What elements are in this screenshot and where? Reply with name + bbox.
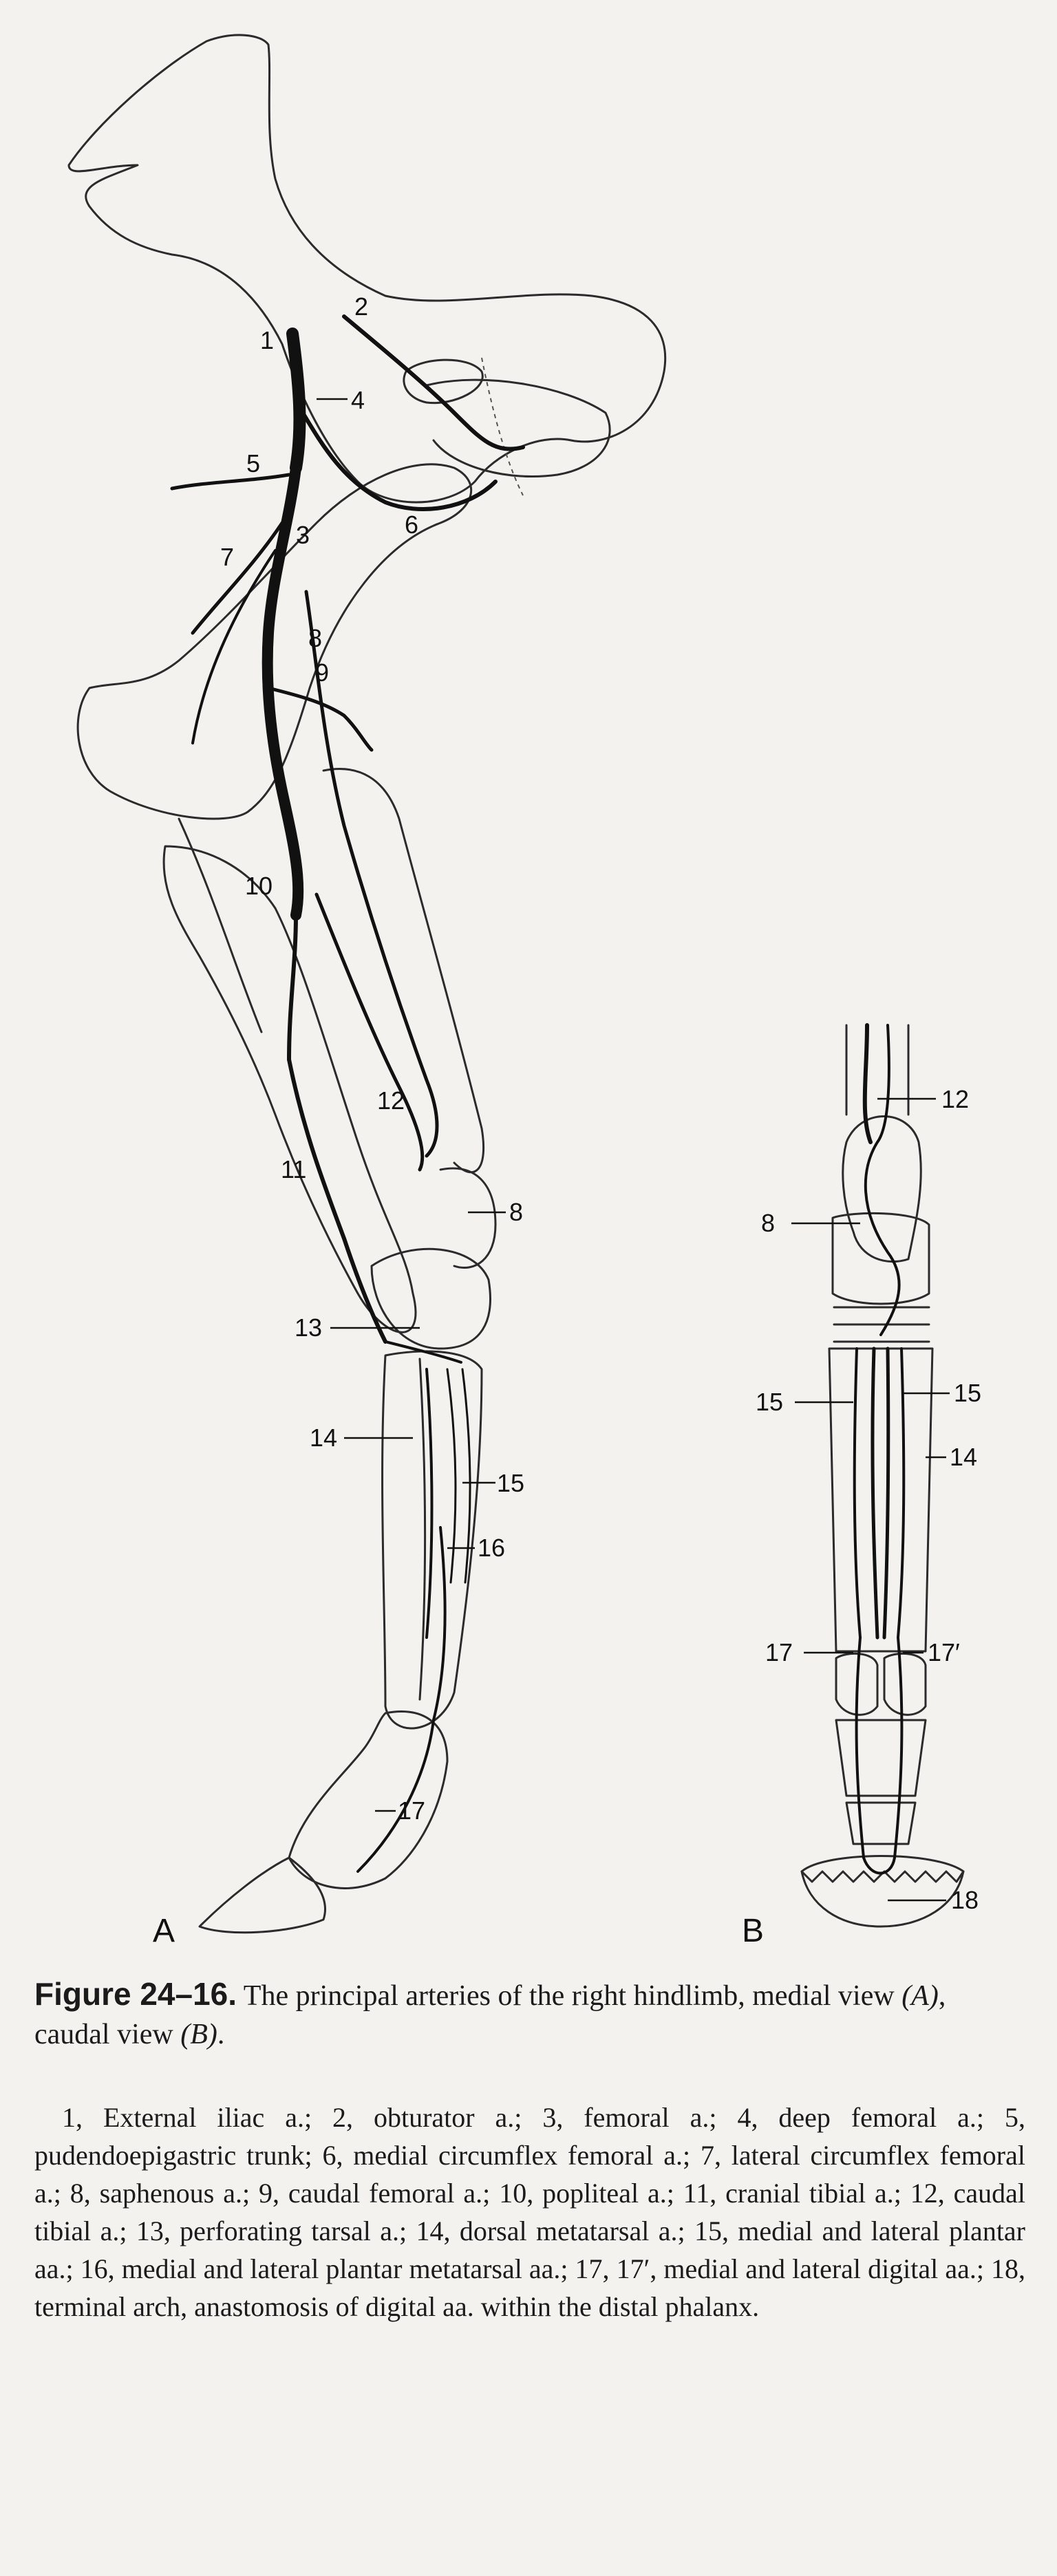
pelvis-symphysis-hint [481,357,524,496]
metatarsus-inner-line [418,1357,426,1701]
caption-text-mid: , caudal view [34,1980,946,2050]
caption-text-end: . [217,2019,225,2050]
hoof-outline [198,1856,327,1934]
figure-illustration: 1 2 3 4 5 6 7 8 9 10 11 12 13 14 15 16 1… [67,34,981,1949]
artery-caudal-femoral [266,686,374,752]
artery-obturator [342,314,525,451]
label-7: 7 [220,543,234,571]
b-tarsal-rows [833,1306,930,1343]
b-calcaneus [842,1115,922,1263]
b-artery-saphenous [864,1024,901,1336]
panel-label-a: A [153,1913,175,1949]
phalanges-outline [288,1710,449,1889]
panel-label-b: B [742,1913,764,1949]
label-8-saphenous-lower: 8 [509,1198,523,1226]
artery-lateral-circumflex-branch [191,549,277,744]
b-artery-caudal-tibial [862,1023,873,1144]
b-label-8: 8 [761,1209,775,1237]
label-10: 10 [245,872,273,900]
label-12: 12 [377,1086,405,1115]
panel-a-medial-view [67,34,667,1934]
caption-view-b: (B) [180,2019,217,2050]
artery-lateral-circumflex-femoral [191,521,284,635]
label-1: 1 [260,326,274,354]
label-14: 14 [310,1424,337,1452]
figure-legend: 1, External iliac a.; 2, obturator a.; 3… [34,2102,1025,2322]
b-label-12: 12 [941,1085,969,1113]
b-artery-terminal-arch [862,1856,896,1875]
metatarsus-outline [381,1350,483,1730]
artery-pudendoepigastric-trunk [170,473,291,491]
figure-number: Figure 24–16. [34,1976,237,2012]
label-6: 6 [405,511,418,539]
b-artery-plantar-lateral [897,1347,906,1639]
b-pastern [835,1719,927,1845]
tibia-outline [162,845,417,1333]
label-3: 3 [296,521,310,549]
panel-a-labels: 1 2 3 4 5 6 7 8 9 10 11 12 13 14 15 16 1… [153,292,524,1949]
pelvis-acetabulum [403,358,484,405]
label-17: 17 [398,1796,425,1825]
tarsus-outline [370,1247,491,1350]
pelvis-obturator-foramen [425,378,611,477]
panel-b-labels: 12 8 15 15 14 17 17′ 18 B [742,1085,981,1949]
b-artery-digital-lateral [893,1636,904,1859]
label-11: 11 [281,1155,306,1183]
b-label-15-left: 15 [756,1388,783,1416]
label-4: 4 [351,386,365,414]
b-tarsus [831,1212,930,1305]
artery-popliteal [287,913,298,1062]
label-16: 16 [478,1534,505,1562]
b-label-18: 18 [951,1886,979,1914]
label-8: 8 [308,624,322,652]
b-artery-digital-medial [855,1636,865,1859]
artery-plantar-metatarsal [432,1526,447,1721]
b-artery-plantar-metatarsal [871,1346,890,1640]
artery-external-iliac [286,328,306,474]
artery-femoral [261,462,304,921]
label-15: 15 [497,1469,524,1497]
label-5: 5 [246,449,260,477]
b-metatarsus [828,1347,934,1653]
femur-shaft-medial [178,817,263,1033]
pelvis-ilium-outline [67,34,667,504]
artery-dorsal-metatarsal [425,1368,434,1639]
b-label-14: 14 [950,1443,977,1471]
artery-plantar-medial-lateral [446,1368,471,1584]
caption-text-start: The principal arteries of the right hind… [243,1980,902,2012]
b-label-15-right: 15 [954,1379,981,1407]
b-label-17-prime: 17′ [928,1638,960,1666]
b-label-17: 17 [765,1638,793,1666]
femur-outline [76,463,473,820]
artery-saphenous [304,590,439,1158]
artery-deep-femoral [301,411,498,511]
figure-caption: Figure 24–16. The principal arteries of … [34,1975,1025,2054]
artery-digital [356,1719,435,1873]
b-tibia-distal [845,1024,910,1116]
artery-caudal-tibial [314,892,425,1172]
hindlimb-arteries-diagram: 1 2 3 4 5 6 7 8 9 10 11 12 13 14 15 16 1… [67,34,981,1949]
label-2: 2 [354,292,368,321]
panel-b-caudal-view [800,1024,965,1928]
panel-a-arteries [170,314,525,1873]
b-hoof [800,1855,965,1928]
fibula-outline [322,768,485,1174]
calcaneus-outline [439,1167,497,1269]
label-13: 13 [295,1313,322,1342]
artery-cranial-tibial [287,1058,387,1344]
caption-view-a: (A) [901,1980,939,2012]
label-9: 9 [315,658,329,687]
b-sesamoids [835,1652,927,1716]
panel-b-arteries [791,1023,950,1902]
artery-perforating-tarsal [384,1340,462,1364]
b-artery-plantar-medial [853,1347,862,1639]
